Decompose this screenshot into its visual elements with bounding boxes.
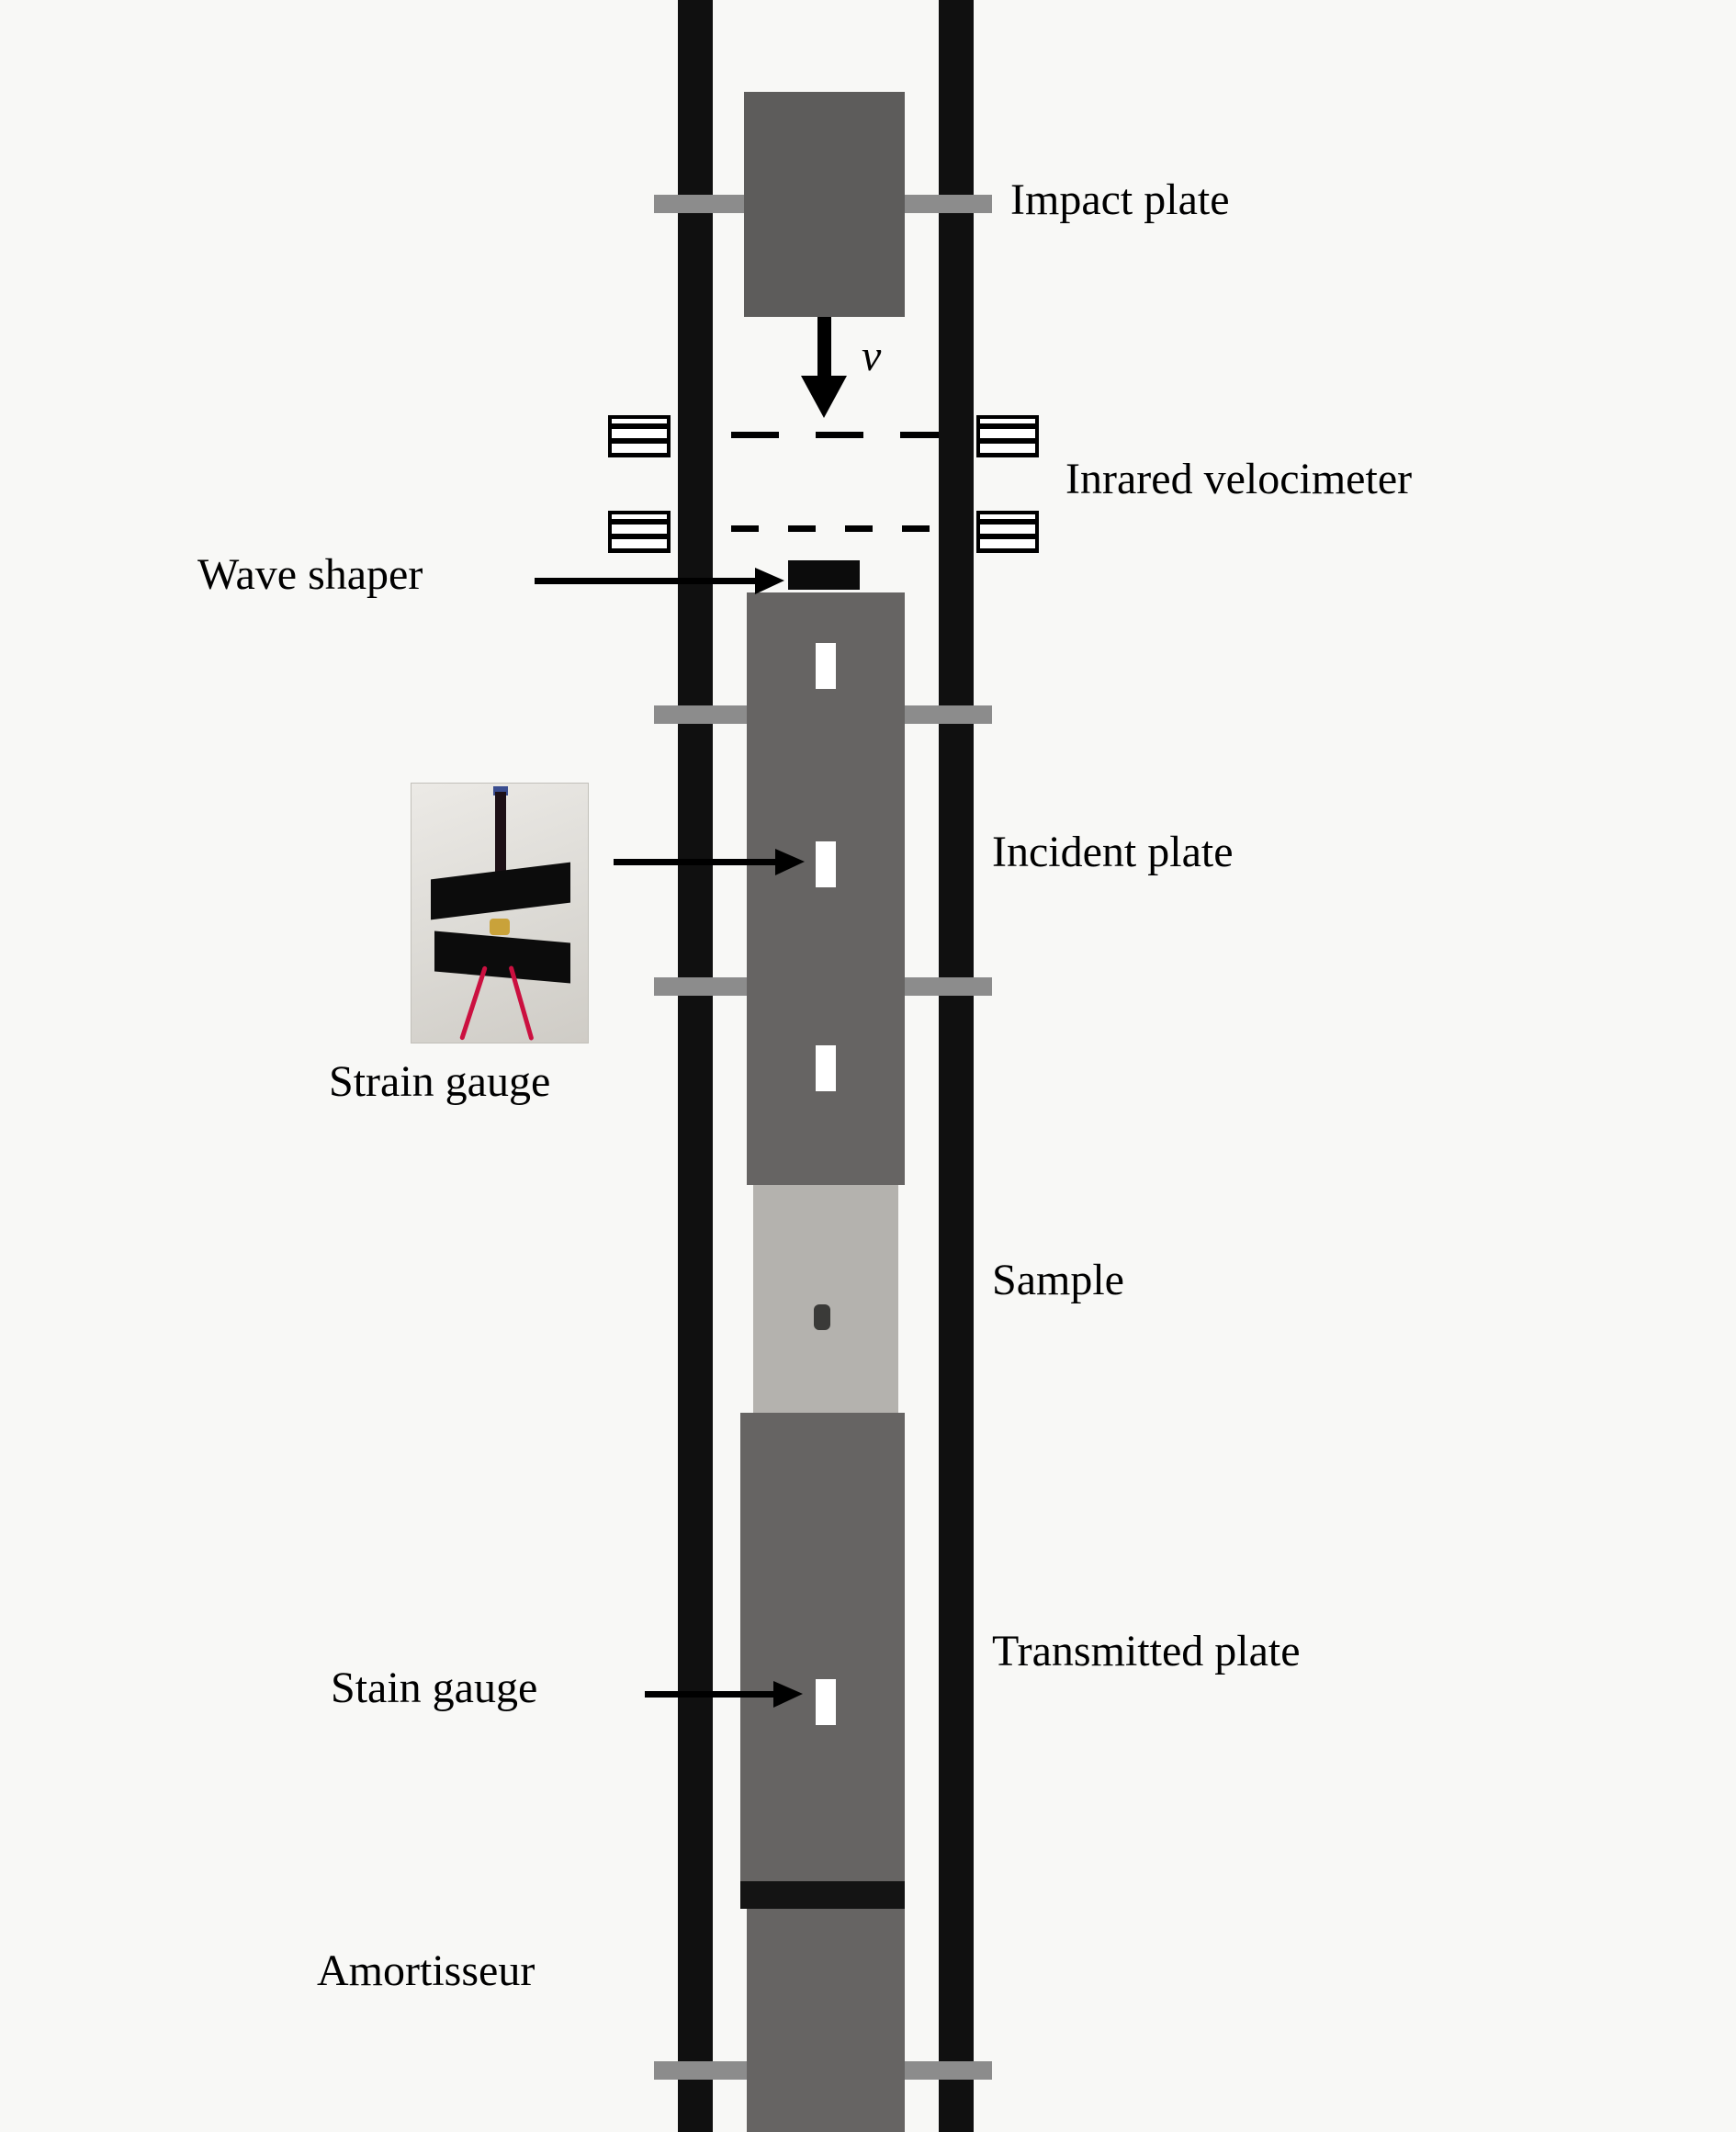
- transmitted-plate-label: Transmitted plate: [992, 1627, 1301, 1675]
- gauge-lead-tip: [493, 786, 508, 795]
- infrared-sensor-icon: [976, 511, 1039, 553]
- incident-plate-slot: [816, 643, 836, 689]
- left-rail: [678, 0, 713, 2132]
- sample-label: Sample: [992, 1256, 1124, 1304]
- infrared-sensor-icon: [608, 415, 671, 457]
- gauge-lead: [495, 792, 506, 873]
- sample: [753, 1185, 898, 1413]
- amortisseur-label: Amortisseur: [317, 1946, 535, 1995]
- transmitted-plate-slot: [816, 1679, 836, 1725]
- velocity-label: v: [862, 332, 882, 380]
- gauge-tape-upper: [431, 862, 570, 920]
- velocimeter-label: Inrared velocimeter: [1065, 455, 1413, 503]
- right-rail: [939, 0, 974, 2132]
- transmitted-plate: [740, 1413, 905, 1889]
- damper-separator-band: [740, 1881, 905, 1909]
- infrared-beam-lower: [731, 525, 939, 532]
- gauge-tape-lower: [434, 931, 570, 984]
- gauge-solder-joint: [490, 919, 510, 935]
- strain-gauge-label: Strain gauge: [329, 1057, 551, 1106]
- wave-shaper-label: Wave shaper: [197, 550, 423, 599]
- wave-shaper: [788, 560, 860, 590]
- incident-plate-slot: [816, 841, 836, 887]
- incident-plate-slot: [816, 1045, 836, 1091]
- infrared-beam-upper: [731, 432, 939, 438]
- impact-plate: [744, 92, 905, 317]
- incident-plate-label: Incident plate: [992, 828, 1234, 876]
- gauge-wire: [459, 965, 488, 1041]
- strain-gauge-photo: [411, 783, 589, 1043]
- infrared-sensor-icon: [608, 511, 671, 553]
- infrared-sensor-icon: [976, 415, 1039, 457]
- amortisseur-block: [747, 1909, 905, 2132]
- stain-gauge-label: Stain gauge: [331, 1664, 538, 1712]
- impact-plate-label: Impact plate: [1010, 175, 1230, 224]
- sample-mark: [814, 1304, 830, 1330]
